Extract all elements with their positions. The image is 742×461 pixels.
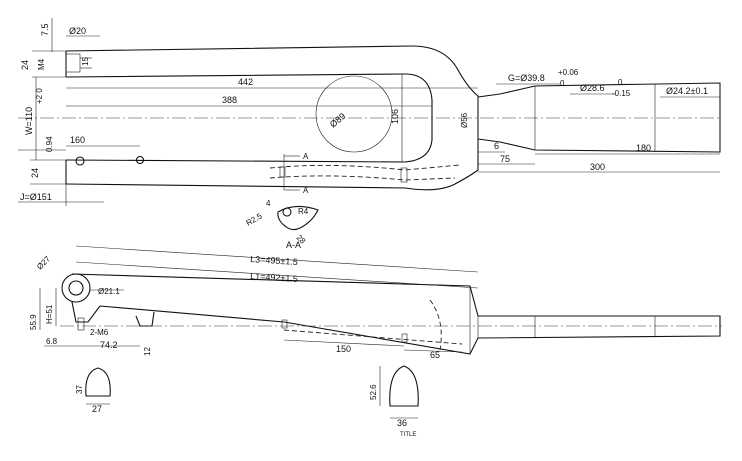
dim-g: G=Ø39.8 — [508, 73, 545, 83]
top-view: A A Ø20 7.5 24 M4 15 442 388 Ø89 106 W=1… — [18, 18, 722, 206]
side-view: L3=495±1.5 L1=492±1.5 Ø27 Ø21.1 55.9 H=5… — [29, 245, 722, 360]
dim-d21-1: Ø21.1 — [98, 287, 120, 296]
dim-0-94: 0.94 — [45, 136, 54, 152]
blade-profiles: 37 27 52.6 36 TITLE — [75, 365, 419, 438]
dropout-hole-left — [75, 156, 85, 166]
dim-300: 300 — [590, 162, 605, 172]
dim-d28-6-tol-lower: -0.15 — [612, 89, 631, 98]
dim-24-top: 24 — [20, 60, 30, 70]
dim-m6: 2-M6 — [90, 328, 109, 337]
section-aa-label: A-A — [286, 240, 301, 250]
dim-65: 65 — [430, 350, 440, 360]
dim-m4: M4 — [37, 58, 46, 70]
dim-12: 12 — [143, 347, 152, 356]
dim-g-tol-lower: 0 — [560, 79, 565, 88]
dropout-eye-inner — [68, 280, 84, 296]
sec-dim-r2-5: R2.5 — [245, 211, 265, 228]
section-aa-profile — [277, 205, 319, 231]
section-a-top: A — [303, 152, 309, 161]
profile-2-width: 36 — [397, 418, 407, 428]
sec-dim-r4: R4 — [298, 207, 309, 216]
profile-2 — [389, 365, 419, 407]
dim-l1: L1=492±1.5 — [250, 271, 298, 284]
dim-6-8: 6.8 — [46, 337, 58, 346]
sec-dim-4: 4 — [266, 199, 271, 208]
section-a-bottom: A — [303, 186, 309, 195]
dim-24-bottom: 24 — [30, 168, 40, 178]
dim-160: 160 — [70, 135, 85, 145]
dim-d28-6-tol-upper: 0 — [618, 78, 623, 87]
fork-inner-cutout — [65, 73, 433, 163]
profile-2-note: TITLE — [400, 432, 416, 438]
dim-75: 75 — [500, 154, 510, 164]
fork-blade-side — [71, 273, 721, 355]
dim-180: 180 — [636, 143, 651, 153]
wheel-clearance-circle — [315, 75, 393, 153]
dim-w110-tol: +2 0 — [35, 88, 44, 104]
dim-h51: H=51 — [45, 304, 54, 324]
dim-w110: W=110 — [24, 107, 34, 135]
section-aa: 4 R4 R2.5 28 A-A — [245, 199, 319, 250]
dim-d27: Ø27 — [35, 254, 52, 271]
dim-d28-6: Ø28.6 — [580, 83, 605, 93]
dim-388: 388 — [222, 95, 237, 105]
dim-j151: J=Ø151 — [20, 192, 52, 202]
profile-1-height: 37 — [75, 385, 84, 394]
dim-d20: Ø20 — [69, 26, 86, 36]
profile-1 — [85, 367, 111, 397]
dim-106: 106 — [390, 109, 400, 124]
dim-74-2: 74.2 — [100, 340, 118, 350]
dim-d89: Ø89 — [328, 111, 347, 130]
dim-7-5: 7.5 — [40, 23, 50, 36]
dim-150: 150 — [336, 344, 351, 354]
dim-55-9: 55.9 — [29, 314, 38, 330]
dim-d24-2: Ø24.2±0.1 — [666, 86, 708, 96]
profile-1-width: 27 — [92, 404, 102, 414]
dim-g-tol-upper: +0.06 — [558, 68, 579, 77]
dim-442: 442 — [238, 77, 253, 87]
dim-l3: L3=495±1.5 — [250, 254, 298, 267]
dim-d56: Ø56 — [460, 112, 469, 128]
profile-2-height: 52.6 — [369, 384, 378, 400]
dim-6: 6 — [494, 141, 499, 151]
dim-15: 15 — [81, 57, 90, 66]
dropout-eye-outer — [61, 273, 91, 303]
